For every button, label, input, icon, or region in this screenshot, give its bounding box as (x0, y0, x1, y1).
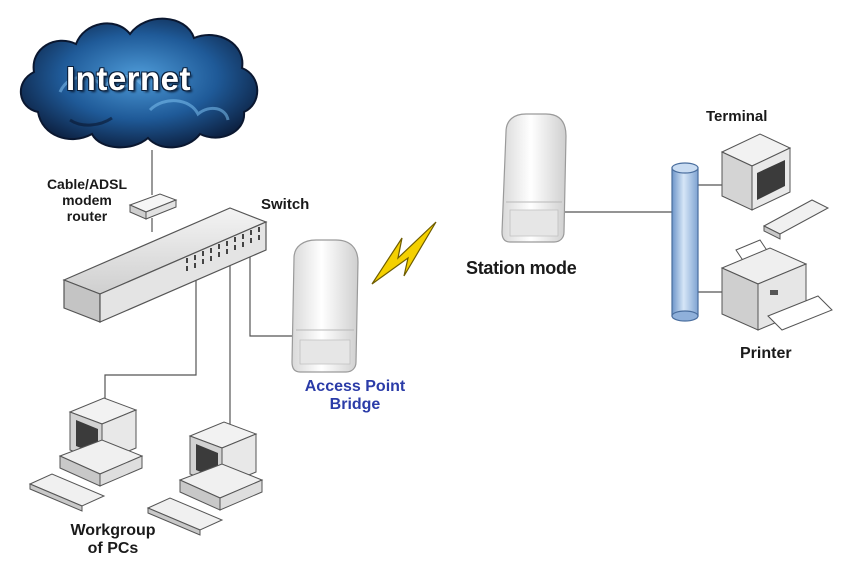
pc-icon (148, 422, 262, 535)
workgroup-label-line: Workgroup (58, 522, 168, 540)
router-label-line: router (28, 208, 146, 224)
workgroup-label-line: of PCs (58, 540, 168, 558)
workgroup-label: Workgroup of PCs (58, 522, 168, 559)
lightning-icon (372, 222, 436, 284)
printer-label: Printer (740, 345, 792, 363)
station-label: Station mode (466, 258, 576, 279)
access-point-label-line: Bridge (285, 396, 425, 414)
switch-ap-link (250, 248, 298, 336)
internet-label: Internet (66, 60, 191, 98)
printer-icon (722, 240, 832, 330)
terminal-label: Terminal (706, 108, 767, 125)
access-point-icon (292, 240, 358, 372)
switch-label: Switch (261, 196, 309, 213)
router-label: Cable/ADSL modem router (28, 176, 146, 224)
switch-icon (64, 208, 266, 322)
access-point-label-line: Access Point (285, 378, 425, 396)
router-label-line: modem (28, 192, 146, 208)
pc-icon (30, 398, 142, 511)
router-label-line: Cable/ADSL (28, 176, 146, 192)
station-icon (502, 114, 566, 242)
bus-icon (672, 163, 698, 321)
terminal-icon (722, 134, 828, 239)
access-point-label: Access Point Bridge (285, 378, 425, 415)
